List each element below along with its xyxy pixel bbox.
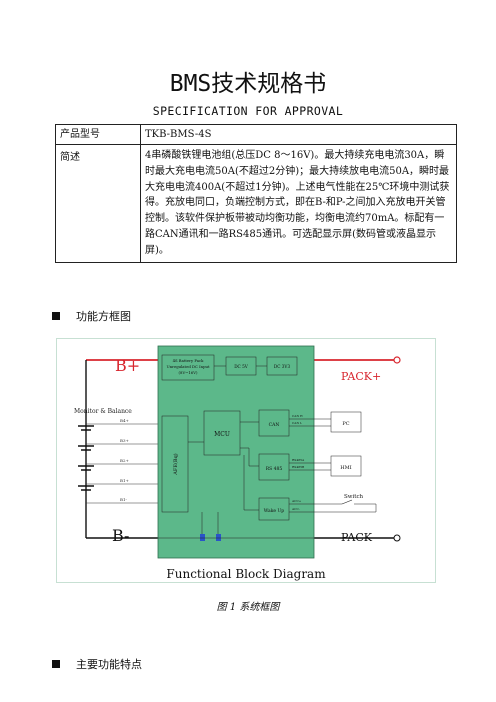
dc5v-label: DC 5V bbox=[234, 364, 249, 369]
section-heading-block-diagram: 功能方框图 bbox=[52, 308, 131, 324]
pc-block bbox=[330, 411, 362, 433]
section-title: 功能方框图 bbox=[76, 310, 131, 323]
figure-caption: 图 1 系统框图 bbox=[216, 602, 280, 613]
rs485b-pin: RS485B bbox=[292, 465, 305, 469]
label-bplus: B+ bbox=[115, 356, 140, 375]
afe-label: AFE(Bq) bbox=[172, 453, 179, 476]
acc-minus-pin: ACC- bbox=[291, 507, 300, 511]
cell-label-b3: B3+ bbox=[120, 438, 129, 443]
cell-label-b4: B4+ bbox=[120, 418, 129, 423]
rs485a-pin: RS485A bbox=[292, 458, 305, 462]
cell-label-b1m: B1- bbox=[120, 497, 127, 502]
table-row: 简述 4串磷酸铁锂电池组(总压DC 8～16V)。最大持续充电电流30A，瞬时最… bbox=[55, 144, 457, 263]
spec-table: 产品型号 TKB-BMS-4S 简述 4串磷酸铁锂电池组(总压DC 8～16V)… bbox=[55, 124, 457, 263]
rs485-label: RS 485 bbox=[266, 466, 283, 472]
label-packplus: PACK+ bbox=[341, 370, 381, 383]
power-input-block bbox=[161, 354, 215, 381]
pack-minus-terminal-icon bbox=[393, 534, 401, 542]
can-l-pin: CAN L bbox=[292, 421, 302, 425]
hmi-label: HMI bbox=[340, 465, 351, 471]
afe-block bbox=[161, 415, 189, 513]
switch-label: Switch bbox=[344, 494, 364, 500]
mcu-label: MCU bbox=[214, 431, 230, 438]
pack-plus-terminal-icon bbox=[393, 356, 401, 364]
rs485-block bbox=[258, 453, 290, 481]
functional-block-diagram: B+ PACK+ Monitor & Balance B4+ B3+ B2+ B… bbox=[56, 338, 436, 583]
can-block bbox=[258, 409, 290, 437]
label-packminus: PACK- bbox=[341, 531, 375, 544]
battery-cells bbox=[78, 425, 94, 491]
cell-label-b2: B2+ bbox=[120, 458, 129, 463]
mosfet-discharge-icon bbox=[216, 534, 221, 541]
cell-tap-lines bbox=[86, 423, 158, 504]
power-line-3: (8V~16V) bbox=[179, 370, 198, 375]
can-h-pin: CAN H bbox=[292, 414, 303, 418]
document-subtitle: SPECIFICATION FOR APPROVAL bbox=[152, 104, 344, 118]
wakeup-block bbox=[258, 497, 290, 521]
monitor-balance-label: Monitor & Balance bbox=[74, 408, 132, 415]
section-title: 主要功能特点 bbox=[76, 658, 142, 671]
acc-plus-pin: ACC+ bbox=[291, 499, 302, 503]
mosfet-charge-icon bbox=[200, 534, 205, 541]
mcu-block bbox=[203, 410, 241, 456]
label-bminus: B- bbox=[112, 526, 129, 545]
section-heading-features: 主要功能特点 bbox=[52, 656, 142, 672]
bullet-square-icon bbox=[52, 660, 60, 668]
switch-icon bbox=[341, 499, 353, 505]
document-title: BMS技术规格书 bbox=[169, 71, 327, 97]
dc3v3-label: DC 3V3 bbox=[274, 364, 291, 369]
hmi-block bbox=[330, 455, 362, 477]
can-label: CAN bbox=[269, 422, 280, 428]
power-line-2: Unregulated DC Input bbox=[167, 364, 210, 369]
model-value: TKB-BMS-4S bbox=[140, 124, 457, 145]
pc-label: PC bbox=[342, 421, 349, 427]
cell-label-b1p: B1+ bbox=[120, 478, 129, 483]
summary-label: 简述 bbox=[55, 144, 141, 263]
wakeup-label: Wake Up bbox=[264, 508, 285, 514]
diagram-caption: Functional Block Diagram bbox=[166, 567, 326, 581]
table-row: 产品型号 TKB-BMS-4S bbox=[55, 124, 457, 145]
model-label: 产品型号 bbox=[55, 124, 141, 145]
bullet-square-icon bbox=[52, 312, 60, 320]
summary-value: 4串磷酸铁锂电池组(总压DC 8～16V)。最大持续充电电流30A，瞬时最大充电… bbox=[140, 144, 457, 263]
power-line-1: 4S Battery Pack bbox=[173, 358, 205, 363]
